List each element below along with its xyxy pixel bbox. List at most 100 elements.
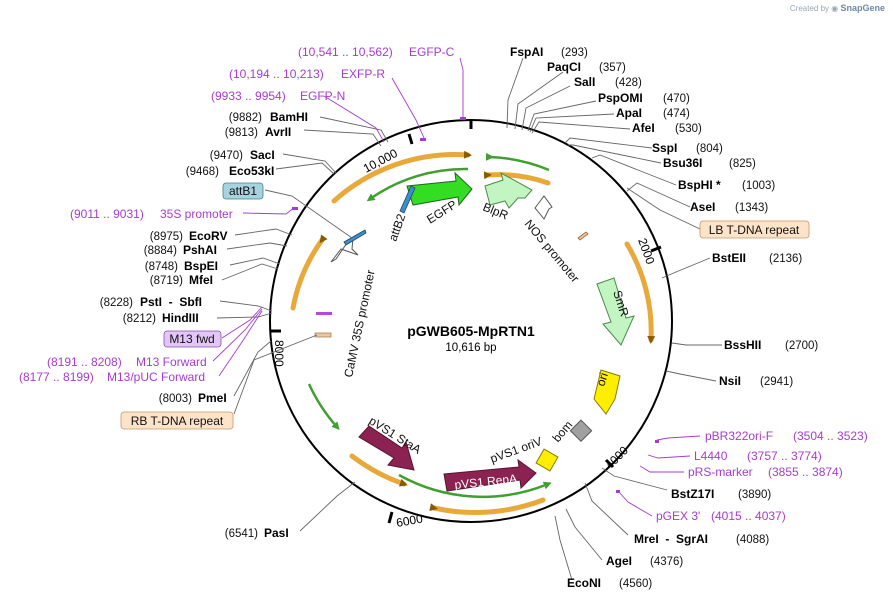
orf-arc-blpr: [485, 152, 550, 172]
site-hindiii: HindIII: [162, 311, 199, 325]
feature-label-camv: CaMV 35S promoter: [341, 269, 377, 379]
lead-attb1: [264, 189, 353, 239]
lead-m13-puc: [218, 310, 263, 377]
primer-m13-puc: M13/pUC Forward: [107, 370, 205, 384]
site-bstz17i: BstZ17I: [671, 487, 714, 501]
site-leaders: [216, 57, 722, 581]
site-agei-pos: (4376): [650, 556, 683, 568]
site-bsshii-pos: (2700): [785, 340, 818, 352]
site-econi-pos: (4560): [619, 578, 652, 590]
lead-egfp-n: [323, 95, 385, 143]
feature-pvs1-staa: [358, 425, 415, 471]
site-fspai-pos: (293): [561, 47, 588, 59]
feature-nos-promoter: [534, 195, 553, 220]
primer-m13-forward-range: (8191 .. 8208): [47, 355, 122, 369]
feature-primer-35s: [292, 207, 298, 210]
feature-egfp: [406, 171, 473, 207]
lead-egfp-c: [459, 57, 464, 117]
primer-pbr322-range: (3504 .. 3523): [793, 429, 868, 443]
site-bamhi: BamHI: [270, 110, 308, 124]
box-lb-label: LB T-DNA repeat: [709, 223, 800, 237]
lead-exfp-r: [391, 77, 425, 139]
orf-arc-repa-green: [398, 473, 552, 498]
box-attb1: [222, 182, 264, 200]
feature-primer-pbr322: [655, 440, 659, 443]
primer-egfp-n-range: (9933 .. 9954): [211, 89, 286, 103]
site-afei: AfeI: [632, 121, 655, 135]
tick-6000: [387, 511, 394, 524]
site-bsteii: BstEII: [712, 251, 746, 265]
feature-pvs1-repa: [443, 458, 537, 492]
lead-prs-marker: [639, 465, 684, 473]
tick-label-8000: 8000: [272, 340, 286, 367]
lead-paqci: [514, 71, 564, 130]
feature-label-ori: ori: [594, 371, 611, 388]
feature-lb-mark: [577, 231, 589, 241]
lead-avrii: [303, 129, 382, 147]
lead-l4440: [647, 454, 691, 459]
site-psti-pos: (8228): [100, 297, 133, 309]
lead-sali: [521, 85, 571, 131]
lead-bsshii: [671, 342, 722, 346]
feature-bom: [569, 419, 593, 443]
primer-prs-marker: pRS-marker: [688, 465, 753, 479]
lead-bstz17i: [601, 467, 668, 491]
site-mfei: MfeI: [189, 273, 213, 287]
site-pmei-pos: (8003): [159, 393, 192, 405]
site-saci-pos: (9470): [210, 150, 243, 162]
primer-egfp-c: EGFP-C: [409, 45, 455, 59]
feature-label-nos: NOS promoter: [522, 217, 582, 285]
lead-bsteii: [661, 257, 711, 279]
box-rb: [120, 411, 234, 430]
site-apai-pos: (474): [663, 108, 690, 120]
lead-psti: [219, 300, 273, 312]
box-m13fwd-label: M13 fwd: [169, 332, 214, 346]
lead-bamhi: [319, 116, 389, 143]
lead-ecorv: [234, 228, 293, 236]
primer-exfp-r: EXFP-R: [341, 67, 385, 81]
site-mfei-pos: (8719): [150, 275, 183, 287]
feature-label-attb2: attB2: [386, 212, 409, 243]
feature-label-pvs1-repa: pVS1 RepA: [454, 472, 518, 492]
site-sspi: SspI: [652, 141, 677, 155]
snapgene-watermark: Created by ◉ SnapGene: [790, 3, 885, 13]
site-bsshii: BssHII: [724, 338, 761, 352]
site-eco53ki-pos: (9468): [186, 166, 219, 178]
box-m13fwd: [163, 330, 222, 348]
site-nsii-pos: (2941): [760, 376, 793, 388]
site-agei: AgeI: [606, 554, 632, 568]
lead-35s: [242, 206, 296, 215]
lead-m13fwd-box: [221, 306, 263, 339]
tick-2000: [650, 245, 662, 253]
site-avrii: AvrII: [265, 125, 291, 139]
orf-arc-blpr-outer: [483, 171, 551, 186]
tick-marks: [270, 119, 662, 524]
site-saci: SacI: [250, 148, 275, 162]
tick-10000: [407, 133, 414, 145]
site-bspei: BspEI: [184, 259, 218, 273]
site-sali-pos: (428): [615, 77, 642, 89]
primer-35s: 35S promoter: [160, 207, 233, 221]
orf-arc-left: [290, 234, 328, 311]
site-bsphi-pos: (1003): [742, 180, 775, 192]
lead-econi: [554, 515, 573, 581]
feature-camv-35s-promoter: [330, 236, 359, 263]
primer-l4440: L4440: [694, 449, 728, 463]
site-bamhi-pos: (9882): [229, 112, 262, 124]
snapgene-logo-icon: ◉: [831, 4, 839, 13]
lead-nsii: [665, 370, 717, 382]
site-ecorv-pos: (8975): [150, 231, 183, 243]
site-apai: ApaI: [616, 106, 642, 120]
lead-apai: [529, 113, 615, 133]
lead-bsu36i: [568, 144, 662, 164]
lead-afei: [531, 121, 631, 134]
box-lb: [699, 220, 810, 239]
site-pasi-pos: (6541): [225, 528, 258, 540]
primer-egfp-n: EGFP-N: [300, 89, 345, 103]
site-bsphi: BspHI *: [678, 178, 721, 192]
lead-asei: [626, 182, 691, 208]
site-pshai: PshAI: [183, 243, 217, 257]
site-fspai: FspAI: [510, 45, 543, 59]
site-asei: AseI: [690, 200, 715, 214]
feature-attB2: [399, 185, 416, 214]
